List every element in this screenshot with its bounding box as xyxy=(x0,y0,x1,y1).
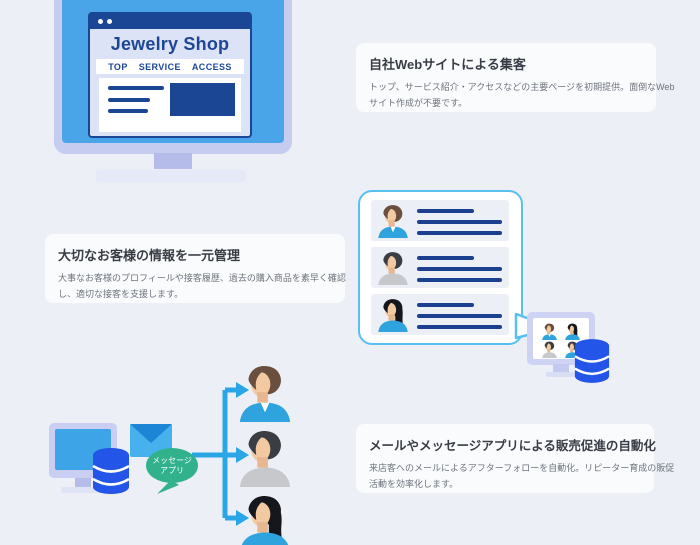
feature-card-website: 自社Webサイトによる集客 トップ、サービス紹介・アクセスなどの主要ページを初期… xyxy=(356,43,675,112)
feature-description-line: し、適切な接客を支援します。 xyxy=(58,288,184,299)
browser-window: Jewelry Shop TOP SERVICE ACCESS xyxy=(88,12,252,138)
feature-title: メールやメッセージアプリによる販売促進の自動化 xyxy=(369,439,656,453)
feature-card-crm: 大切なお客様の情報を一元管理 大事なお客様のプロフィールや接客履歴、過去の購入商… xyxy=(45,234,346,303)
customer-avatar-icon xyxy=(376,251,410,285)
mini-monitor-stand xyxy=(553,364,569,373)
text-line-placeholder xyxy=(108,98,150,102)
text-line-placeholder xyxy=(417,314,502,318)
customer-row xyxy=(371,247,509,288)
broadcast-arrows xyxy=(192,382,249,526)
customer-row xyxy=(371,200,509,241)
feature-description-line: サイト作成が不要です。 xyxy=(369,97,468,108)
text-line-placeholder xyxy=(417,325,502,329)
feature-card-automation: メールやメッセージアプリによる販売促進の自動化 来店客へのメールによるアフターフ… xyxy=(356,424,675,493)
mini-monitor xyxy=(527,312,595,365)
feature-description-line: 来店客へのメールによるアフターフォローを自動化。リピーター育成の販促 xyxy=(369,463,675,473)
database-icon xyxy=(573,337,611,385)
feature-description: 大事なお客様のプロフィールや接客履歴、過去の購入商品を素早く確認 し、適切な接客… xyxy=(58,271,346,303)
site-title: Jewelry Shop xyxy=(110,34,230,54)
mini-monitor-base xyxy=(546,372,576,377)
feature-description: 来店客へのメールによるアフターフォローを自動化。リピーター育成の販促 活動を効率… xyxy=(369,461,675,493)
message-bubble-tail xyxy=(157,480,179,494)
customer-avatar-icon xyxy=(376,204,410,238)
titlebar-dot xyxy=(98,19,103,24)
image-placeholder xyxy=(170,83,235,116)
titlebar-dot xyxy=(107,19,112,24)
text-line-placeholder xyxy=(417,278,502,282)
text-line-placeholder xyxy=(108,86,164,90)
feature-title: 大切なお客様の情報を一元管理 xyxy=(58,248,241,263)
feature-title: 自社Webサイトによる集客 xyxy=(369,57,526,72)
feature-description-line: 活動を効率化します。 xyxy=(369,478,459,489)
nav-item-service: SERVICE xyxy=(138,61,181,72)
text-line-placeholder xyxy=(417,220,502,224)
desktop-base xyxy=(61,487,105,493)
browser-titlebar xyxy=(90,14,250,29)
message-app-label-line: メッセージ xyxy=(152,455,192,465)
monitor-base xyxy=(96,170,246,182)
text-line-placeholder xyxy=(417,267,502,271)
message-app-label-line: アプリ xyxy=(160,465,184,475)
customer-list-bubble xyxy=(358,190,523,345)
person-avatar xyxy=(236,364,294,422)
person-icon xyxy=(541,323,558,340)
feature-description: トップ、サービス紹介・アクセスなどの主要ページを初期提供。面倒なWeb サイト作… xyxy=(369,80,675,112)
text-line-placeholder xyxy=(417,303,474,307)
person-icon xyxy=(541,341,558,358)
person-avatar xyxy=(236,494,294,545)
text-line-placeholder xyxy=(417,256,474,260)
message-app-bubble: メッセージ アプリ xyxy=(146,448,198,483)
text-line-placeholder xyxy=(108,109,148,113)
site-nav: TOP SERVICE ACCESS xyxy=(96,59,244,74)
database-icon xyxy=(91,446,131,496)
person-avatar xyxy=(236,429,294,487)
text-line-placeholder xyxy=(417,209,474,213)
feature-description-line: トップ、サービス紹介・アクセスなどの主要ページを初期提供。面倒なWeb xyxy=(369,82,675,92)
feature-description-line: 大事なお客様のプロフィールや接客履歴、過去の購入商品を素早く確認 xyxy=(58,273,346,283)
nav-item-access: ACCESS xyxy=(191,61,232,72)
customer-row xyxy=(371,294,509,335)
site-content-panel xyxy=(99,78,241,132)
monitor-stand xyxy=(154,153,192,169)
customer-avatar-icon xyxy=(376,298,410,332)
desktop-stand xyxy=(75,478,91,487)
text-line-placeholder xyxy=(417,231,502,235)
nav-item-top: TOP xyxy=(108,61,128,72)
